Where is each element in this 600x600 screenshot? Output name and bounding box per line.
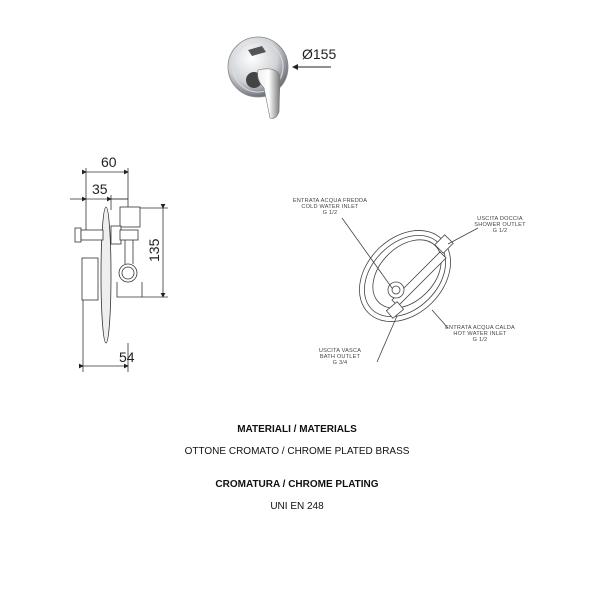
svg-text:BATH OUTLET: BATH OUTLET (320, 354, 361, 360)
plating-value: UNI EN 248 (270, 501, 324, 512)
svg-text:USCITA DOCCIA: USCITA DOCCIA (477, 216, 523, 222)
mixer-product-image (227, 36, 289, 119)
connection-label-cold-inlet: ENTRATA ACQUA FREDDA COLD WATER INLET G … (293, 198, 367, 216)
dim-height: 135 (146, 238, 162, 262)
materials-value: OTTONE CROMATO / CHROME PLATED BRASS (184, 446, 410, 457)
svg-text:G 1/2: G 1/2 (493, 228, 508, 234)
dim-bottom-depth: 54 (119, 349, 135, 365)
svg-text:COLD WATER INLET: COLD WATER INLET (301, 204, 359, 210)
svg-text:USCITA VASCA: USCITA VASCA (319, 348, 361, 354)
dim-protrusion: 35 (92, 181, 108, 197)
plating-heading: CROMATURA / CHROME PLATING (215, 479, 379, 490)
svg-text:HOT WATER INLET: HOT WATER INLET (453, 331, 507, 337)
side-view-drawing (70, 168, 168, 372)
dim-total-depth: 60 (101, 154, 117, 170)
svg-text:SHOWER OUTLET: SHOWER OUTLET (474, 222, 526, 228)
svg-text:G 1/2: G 1/2 (473, 337, 488, 343)
svg-text:G 3/4: G 3/4 (333, 360, 348, 366)
diameter-label: Ø155 (302, 46, 336, 62)
svg-text:ENTRATA ACQUA CALDA: ENTRATA ACQUA CALDA (445, 325, 515, 331)
connection-label-shower-outlet: USCITA DOCCIA SHOWER OUTLET G 1/2 (474, 216, 526, 234)
svg-text:ENTRATA ACQUA FREDDA: ENTRATA ACQUA FREDDA (293, 198, 367, 204)
diameter-callout: Ø155 (292, 46, 336, 70)
svg-text:G 1/2: G 1/2 (323, 210, 338, 216)
materials-heading: MATERIALI / MATERIALS (237, 424, 357, 435)
connection-label-bath-outlet: USCITA VASCA BATH OUTLET G 3/4 (319, 348, 361, 366)
connections-view-drawing (341, 217, 479, 363)
connection-label-hot-inlet: ENTRATA ACQUA CALDA HOT WATER INLET G 1/… (445, 325, 515, 343)
